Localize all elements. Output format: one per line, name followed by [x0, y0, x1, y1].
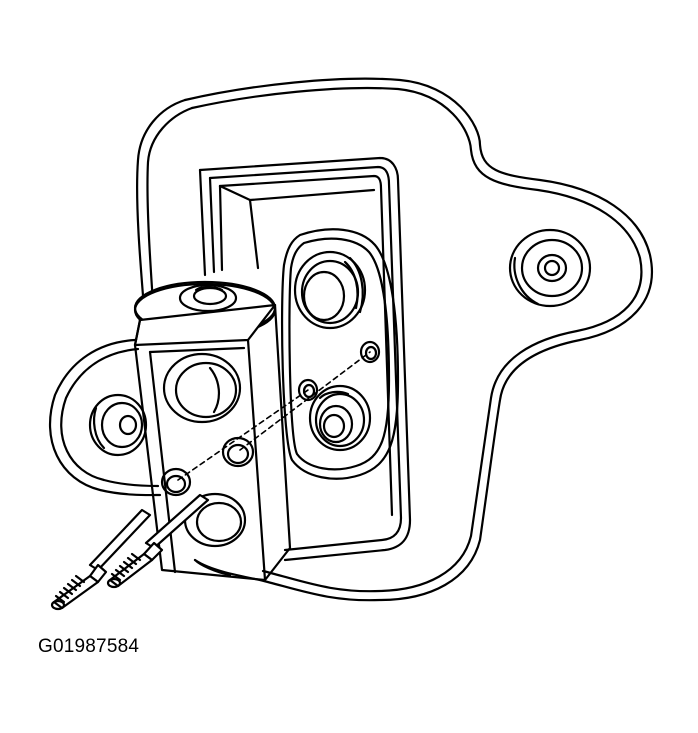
upper-port — [295, 252, 365, 328]
right-mounting-boss — [510, 230, 590, 306]
mounting-plate — [50, 79, 652, 601]
alignment-lines — [178, 352, 370, 480]
bolt-left — [52, 510, 150, 609]
left-mounting-boss — [90, 395, 146, 455]
mounting-bolts — [52, 495, 208, 609]
figure-id-label: G01987584 — [38, 636, 140, 657]
bolt-right — [108, 495, 208, 587]
plate-bolt-holes — [299, 342, 379, 400]
expansion-valve-block — [135, 282, 290, 580]
port-seal-pad — [282, 229, 398, 478]
recess-opening — [200, 158, 410, 560]
lower-port — [310, 386, 370, 450]
